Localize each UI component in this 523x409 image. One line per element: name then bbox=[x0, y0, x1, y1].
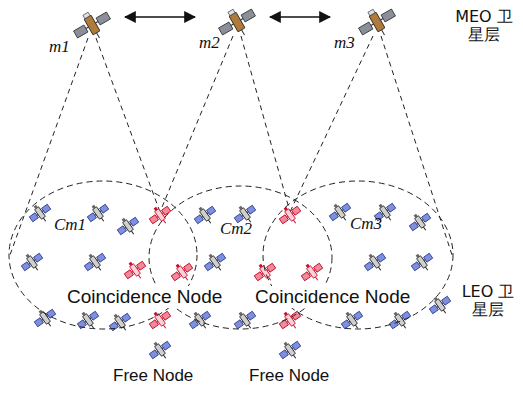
leo-satellite bbox=[231, 306, 260, 334]
node-type-label: Free Node bbox=[248, 366, 330, 386]
coverage-line bbox=[241, 36, 290, 212]
coincidence-satellite bbox=[276, 201, 305, 229]
satellite-label: m1 bbox=[49, 38, 70, 57]
ellipse-outline bbox=[148, 185, 333, 330]
leo-satellite bbox=[201, 248, 230, 276]
leo-satellite bbox=[81, 248, 110, 276]
coincidence-satellite bbox=[251, 258, 280, 286]
meo-satellite bbox=[214, 1, 261, 44]
leo-satellite bbox=[106, 308, 135, 336]
layer-label: LEO 卫星层 bbox=[459, 283, 517, 320]
cluster-label: Cm3 bbox=[350, 215, 382, 234]
coincidence-satellite bbox=[121, 256, 150, 284]
meo-satellite-node: m2 bbox=[195, 4, 270, 56]
leo-satellite bbox=[406, 208, 435, 236]
meo-satellite bbox=[354, 1, 401, 44]
coincidence-satellite bbox=[146, 306, 175, 334]
leo-satellite bbox=[186, 306, 215, 334]
leo-satellite bbox=[191, 201, 220, 229]
node-type-label: Free Node bbox=[112, 366, 194, 386]
leo-satellites bbox=[18, 198, 455, 364]
node-type-label: Coincidence Node bbox=[66, 286, 223, 308]
coverage-line bbox=[160, 36, 233, 212]
leo-satellite bbox=[114, 212, 143, 240]
coverage-line bbox=[290, 36, 373, 212]
leo-satellite bbox=[74, 306, 103, 334]
leo-satellite bbox=[426, 291, 455, 319]
coverage-lines bbox=[10, 36, 452, 255]
leo-satellite bbox=[276, 336, 305, 364]
leo-satellite bbox=[26, 199, 55, 227]
coincidence-satellite bbox=[276, 306, 305, 334]
meo-satellite-node: m1 bbox=[45, 4, 125, 56]
leo-satellite bbox=[84, 199, 113, 227]
satellite-label: m3 bbox=[334, 34, 355, 53]
leo-satellite bbox=[408, 248, 437, 276]
satellite-label: m2 bbox=[199, 34, 220, 53]
coverage-line bbox=[381, 36, 452, 255]
coincidence-satellite bbox=[146, 201, 175, 229]
node-type-label: Coincidence Node bbox=[254, 286, 411, 308]
leo-satellite bbox=[338, 306, 367, 334]
leo-satellite bbox=[18, 248, 47, 276]
leo-satellite bbox=[146, 336, 175, 364]
layer-label: MEO 卫星层 bbox=[455, 8, 513, 45]
inter-satellite-link bbox=[125, 16, 195, 18]
coverage-ellipse: Cm2 bbox=[148, 185, 333, 330]
meo-satellite bbox=[69, 4, 116, 47]
leo-satellite bbox=[386, 306, 415, 334]
leo-satellite bbox=[361, 248, 390, 276]
inter-satellite-link bbox=[270, 16, 330, 18]
cluster-label: Cm1 bbox=[54, 216, 86, 235]
cluster-label: Cm2 bbox=[220, 220, 252, 239]
coincidence-satellite bbox=[168, 258, 197, 286]
coincidence-satellite bbox=[298, 258, 327, 286]
coverage-line bbox=[96, 38, 160, 212]
coverage-line bbox=[10, 38, 88, 255]
meo-satellite-node: m3 bbox=[330, 4, 405, 56]
